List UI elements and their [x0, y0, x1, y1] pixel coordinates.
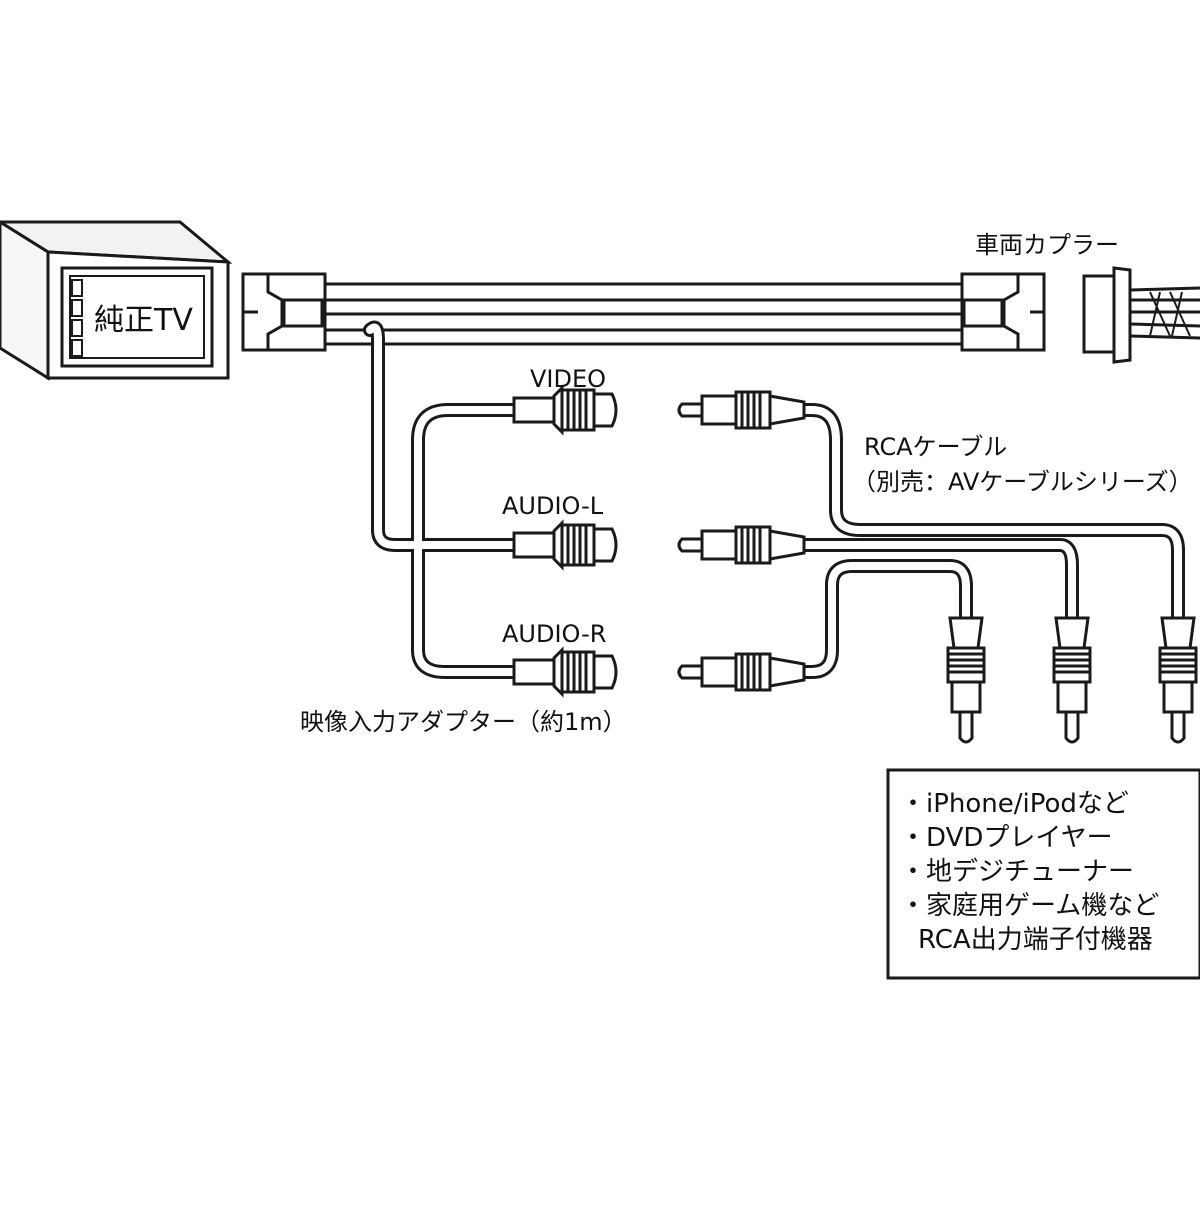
adapter-cable [363, 320, 525, 679]
adapter-jack-audio-r [512, 646, 618, 698]
devices-box [886, 768, 1200, 980]
adapter-jack-video [512, 384, 618, 436]
vehicle-coupler [1082, 266, 1200, 364]
rca-cable-wires [793, 403, 1185, 679]
device-item: ・iPhone/iPodなど [900, 789, 1129, 819]
device-plug-1 [946, 616, 986, 744]
rca-plug-video [677, 390, 806, 430]
tv-label: 純正TV [94, 303, 193, 338]
device-item: ・DVDプレイヤー [900, 823, 1113, 853]
device-item: RCA出力端子付機器 [918, 925, 1153, 955]
harness-wires [320, 282, 962, 346]
rca-cable-note: （別売：AVケーブルシリーズ） [852, 468, 1193, 496]
factory-tv-unit [0, 220, 233, 381]
tv-side-connector [241, 272, 327, 352]
vehicle-coupler-label: 車両カプラー [975, 231, 1119, 259]
rca-plug-audio-l [677, 525, 806, 565]
adapter-label: 映像入力アダプター（約1m） [300, 708, 627, 736]
device-plug-3 [1158, 616, 1198, 744]
rca-plug-audio-r [677, 652, 806, 692]
tv-buttons [71, 279, 83, 357]
device-item: ・家庭用ゲーム機など [900, 891, 1159, 921]
device-plug-2 [1052, 616, 1092, 744]
channel-label-video: VIDEO [530, 365, 606, 393]
rca-cable-label: RCAケーブル [864, 433, 1007, 461]
adapter-jack-audio-l [512, 519, 618, 571]
channel-label-audio-r: AUDIO-R [502, 620, 606, 648]
device-item: ・地デジチューナー [900, 857, 1134, 887]
vehicle-side-connector [960, 272, 1046, 352]
channel-label-audio-l: AUDIO-L [502, 492, 604, 520]
